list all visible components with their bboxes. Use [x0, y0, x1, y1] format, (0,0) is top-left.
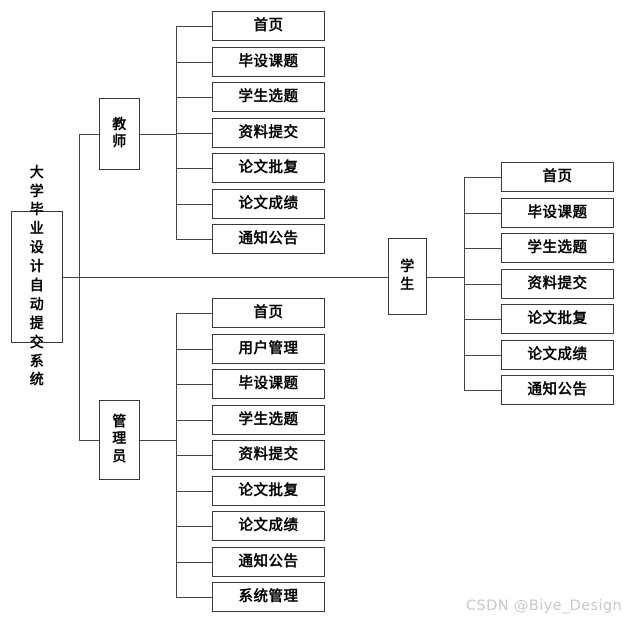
leaf-node-label: 毕设课题 [527, 204, 588, 221]
student-leaf-2-connector [464, 213, 501, 214]
branch-node-label-student: 学生 [400, 259, 415, 293]
teacher-children-spine [176, 26, 177, 239]
root-node-label: 大学毕业设计自动提交系统 [29, 164, 45, 389]
leaf-node-admin-8[interactable]: 通知公告 [212, 547, 325, 577]
admin-leaf-9-connector [176, 597, 212, 598]
leaf-node-label: 通知公告 [527, 381, 588, 398]
leaf-node-label: 用户管理 [238, 340, 299, 357]
branch-node-teacher[interactable]: 教师 [99, 98, 140, 170]
leaf-node-label: 资料提交 [527, 275, 588, 292]
leaf-node-label: 通知公告 [238, 230, 299, 247]
admin-leaf-3-connector [176, 384, 212, 385]
admin-leaf-1-connector [176, 313, 212, 314]
branch-node-label-admin: 管理员 [112, 414, 127, 465]
leaf-node-label: 资料提交 [238, 124, 299, 141]
leaf-node-student-2[interactable]: 毕设课题 [501, 198, 614, 228]
leaf-node-label: 首页 [542, 168, 573, 185]
leaf-node-student-7[interactable]: 通知公告 [501, 375, 614, 405]
teacher-leaf-2-connector [176, 62, 212, 63]
leaf-node-label: 首页 [253, 304, 284, 321]
leaf-node-teacher-4[interactable]: 资料提交 [212, 118, 325, 148]
leaf-node-student-6[interactable]: 论文成绩 [501, 340, 614, 370]
branch-node-label-teacher: 教师 [112, 116, 127, 150]
leaf-node-teacher-7[interactable]: 通知公告 [212, 224, 325, 254]
student-leaf-5-connector [464, 319, 501, 320]
leaf-node-label: 论文批复 [527, 310, 588, 327]
leaf-node-label: 论文批复 [238, 159, 299, 176]
student-leaf-4-connector [464, 284, 501, 285]
leaf-node-label: 论文成绩 [238, 195, 299, 212]
leaf-node-admin-2[interactable]: 用户管理 [212, 334, 325, 364]
trunk-to-student-line [79, 277, 388, 278]
root-node-system[interactable]: 大学毕业设计自动提交系统 [11, 165, 63, 388]
leaf-node-teacher-5[interactable]: 论文批复 [212, 153, 325, 183]
leaf-node-admin-3[interactable]: 毕设课题 [212, 369, 325, 399]
admin-node-to-spine-line [140, 440, 176, 441]
leaf-node-label: 论文成绩 [527, 346, 588, 363]
leaf-node-teacher-6[interactable]: 论文成绩 [212, 189, 325, 219]
teacher-leaf-3-connector [176, 97, 212, 98]
csdn-watermark: CSDN @Biye_Design [466, 598, 623, 614]
leaf-node-label: 资料提交 [238, 446, 299, 463]
trunk-vertical-line [79, 134, 80, 440]
root-to-trunk-line [63, 277, 79, 278]
leaf-node-student-3[interactable]: 学生选题 [501, 233, 614, 263]
leaf-node-label: 学生选题 [238, 411, 299, 428]
student-leaf-1-connector [464, 177, 501, 178]
admin-leaf-8-connector [176, 562, 212, 563]
leaf-node-label: 系统管理 [238, 588, 299, 605]
teacher-leaf-6-connector [176, 204, 212, 205]
student-leaf-3-connector [464, 248, 501, 249]
leaf-node-admin-9[interactable]: 系统管理 [212, 582, 325, 612]
leaf-node-label: 学生选题 [527, 239, 588, 256]
admin-leaf-4-connector [176, 420, 212, 421]
leaf-node-student-4[interactable]: 资料提交 [501, 269, 614, 299]
student-node-to-spine-line [427, 277, 464, 278]
trunk-to-teacher-line [79, 134, 99, 135]
leaf-node-label: 通知公告 [238, 553, 299, 570]
leaf-node-teacher-1[interactable]: 首页 [212, 11, 325, 41]
teacher-node-to-spine-line [140, 134, 176, 135]
leaf-node-label: 毕设课题 [238, 53, 299, 70]
admin-leaf-5-connector [176, 455, 212, 456]
leaf-node-label: 论文成绩 [238, 517, 299, 534]
leaf-node-student-1[interactable]: 首页 [501, 162, 614, 192]
leaf-node-admin-6[interactable]: 论文批复 [212, 476, 325, 506]
leaf-node-teacher-2[interactable]: 毕设课题 [212, 47, 325, 77]
leaf-node-label: 毕设课题 [238, 375, 299, 392]
teacher-leaf-5-connector [176, 168, 212, 169]
teacher-leaf-4-connector [176, 133, 212, 134]
leaf-node-student-5[interactable]: 论文批复 [501, 304, 614, 334]
teacher-leaf-1-connector [176, 26, 212, 27]
admin-leaf-7-connector [176, 526, 212, 527]
branch-node-student[interactable]: 学生 [388, 238, 427, 315]
student-leaf-7-connector [464, 390, 501, 391]
leaf-node-label: 学生选题 [238, 88, 299, 105]
leaf-node-admin-7[interactable]: 论文成绩 [212, 511, 325, 541]
leaf-node-admin-5[interactable]: 资料提交 [212, 440, 325, 470]
trunk-to-admin-line [79, 440, 99, 441]
branch-node-admin[interactable]: 管理员 [99, 400, 140, 480]
leaf-node-teacher-3[interactable]: 学生选题 [212, 82, 325, 112]
leaf-node-admin-1[interactable]: 首页 [212, 298, 325, 328]
leaf-node-label: 论文批复 [238, 482, 299, 499]
teacher-leaf-7-connector [176, 239, 212, 240]
student-children-spine [464, 177, 465, 390]
admin-leaf-6-connector [176, 491, 212, 492]
leaf-node-label: 首页 [253, 17, 284, 34]
leaf-node-admin-4[interactable]: 学生选题 [212, 405, 325, 435]
admin-leaf-2-connector [176, 349, 212, 350]
student-leaf-6-connector [464, 355, 501, 356]
